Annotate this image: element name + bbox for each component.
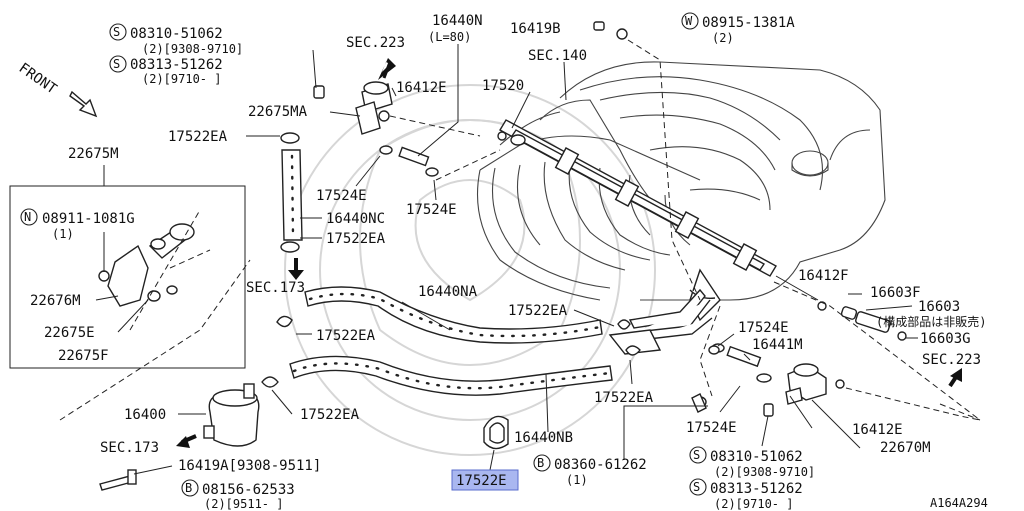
label-s-08313-51262-bot[interactable]: 08313-51262 bbox=[710, 481, 803, 497]
pressure-regulator-top bbox=[313, 81, 393, 135]
label-16603-note: (構成部品は非販売) bbox=[876, 314, 986, 329]
badge-b-2: B bbox=[185, 481, 192, 495]
label-17524e-2[interactable]: 17524E bbox=[406, 202, 457, 218]
label-17522ea-3[interactable]: 17522EA bbox=[508, 303, 568, 319]
hose-clamps bbox=[261, 315, 720, 450]
label-16400[interactable]: 16400 bbox=[124, 407, 166, 423]
fuel-rail-drawing bbox=[499, 119, 777, 322]
label-sec140[interactable]: SEC.140 bbox=[528, 48, 587, 64]
label-16419a[interactable]: 16419A[9308-9511] bbox=[178, 458, 321, 474]
label-sec223-right[interactable]: SEC.223 bbox=[922, 352, 981, 368]
bolts bbox=[99, 393, 707, 491]
label-22675e[interactable]: 22675E bbox=[44, 325, 95, 341]
label-22675ma[interactable]: 22675MA bbox=[248, 104, 308, 120]
label-s-08313-51262-top[interactable]: 08313-51262 bbox=[130, 57, 223, 73]
badge-s-3: S bbox=[693, 448, 700, 462]
label-17524e-4[interactable]: 17524E bbox=[686, 420, 737, 436]
label-17522ea-6[interactable]: 17522EA bbox=[300, 407, 360, 423]
front-direction-arrow bbox=[69, 90, 98, 118]
label-w-08915-1381a[interactable]: 08915-1381A bbox=[702, 15, 795, 31]
label-n-08911-qty: (1) bbox=[52, 227, 74, 241]
label-16440nb[interactable]: 16440NB bbox=[514, 430, 573, 446]
label-16603g[interactable]: 16603G bbox=[920, 331, 971, 347]
fuel-injector-16603 bbox=[817, 301, 907, 341]
figure-id: A164A294 bbox=[930, 496, 988, 510]
label-n-08911-1081g[interactable]: 08911-1081G bbox=[42, 211, 135, 227]
label-17520[interactable]: 17520 bbox=[482, 78, 524, 94]
label-s-08313-51262-top-qty: (2)[9710- ] bbox=[142, 72, 221, 86]
label-16440n-length: (L=80) bbox=[428, 30, 471, 44]
pressure-regulator-bottom bbox=[711, 343, 845, 417]
label-s-08310-51062-bot-qty: (2)[9308-9710] bbox=[714, 465, 815, 479]
label-16603f[interactable]: 16603F bbox=[870, 285, 921, 301]
label-16603[interactable]: 16603 bbox=[918, 299, 960, 315]
bracket-assembly-box bbox=[9, 185, 246, 369]
label-16419b[interactable]: 16419B bbox=[510, 21, 561, 37]
badge-s-4: S bbox=[693, 480, 700, 494]
badge-w: W bbox=[685, 14, 693, 28]
fuel-filter-16400 bbox=[203, 383, 260, 447]
label-sec173-1[interactable]: SEC.173 bbox=[246, 280, 305, 296]
dashed-reference-lines bbox=[59, 39, 981, 421]
label-16440n[interactable]: 16440N bbox=[432, 13, 483, 29]
small-fittings-top bbox=[379, 21, 628, 177]
hose-16440na bbox=[304, 286, 603, 344]
label-22675m[interactable]: 22675M bbox=[68, 146, 119, 162]
label-16412e-bot[interactable]: 16412E bbox=[852, 422, 903, 438]
label-s-08313-51262-bot-qty: (2)[9710- ] bbox=[714, 497, 793, 511]
label-17524e-3[interactable]: 17524E bbox=[738, 320, 789, 336]
label-16412f[interactable]: 16412F bbox=[798, 268, 849, 284]
label-sec223-top[interactable]: SEC.223 bbox=[346, 35, 405, 51]
label-front: FRONT bbox=[16, 60, 60, 98]
fuel-tubes bbox=[608, 288, 713, 355]
label-22675f[interactable]: 22675F bbox=[58, 348, 109, 364]
label-w-08915-qty: (2) bbox=[712, 31, 734, 45]
badge-s-1: S bbox=[113, 25, 120, 39]
label-16440nc[interactable]: 16440NC bbox=[326, 211, 385, 227]
label-22676m[interactable]: 22676M bbox=[30, 293, 81, 309]
label-s-08310-51062-bot[interactable]: 08310-51062 bbox=[710, 449, 803, 465]
leader-lines bbox=[95, 44, 918, 475]
intake-manifold-drawing bbox=[477, 61, 886, 301]
badge-b-1: B bbox=[537, 456, 544, 470]
hose-16440nc bbox=[280, 132, 303, 253]
label-17522ea-5[interactable]: 17522EA bbox=[594, 390, 654, 406]
label-17522ea-4[interactable]: 17522EA bbox=[316, 328, 376, 344]
highlight-box bbox=[451, 469, 519, 491]
label-sec173-2[interactable]: SEC.173 bbox=[100, 440, 159, 456]
label-s-08310-51062-top-qty: (2)[9308-9710] bbox=[142, 42, 243, 56]
label-17522ea-1[interactable]: 17522EA bbox=[168, 129, 228, 145]
sec-arrows bbox=[176, 58, 962, 448]
label-17522ea-2[interactable]: 17522EA bbox=[326, 231, 386, 247]
badge-n: N bbox=[24, 210, 31, 224]
hose-16440nb bbox=[289, 355, 613, 396]
label-22670m[interactable]: 22670M bbox=[880, 440, 931, 456]
label-b-08156-62533[interactable]: 08156-62533 bbox=[202, 482, 295, 498]
label-17524e-1[interactable]: 17524E bbox=[316, 188, 367, 204]
label-b-08360-qty: (1) bbox=[566, 473, 588, 487]
label-16440na[interactable]: 16440NA bbox=[418, 284, 478, 300]
label-b-08156-qty: (2)[9511- ] bbox=[204, 497, 283, 511]
label-17522e-highlighted[interactable]: 17522E bbox=[456, 473, 507, 489]
badge-s-2: S bbox=[113, 57, 120, 71]
label-16412e-top[interactable]: 16412E bbox=[396, 80, 447, 96]
label-16441m[interactable]: 16441M bbox=[752, 337, 803, 353]
label-b-08360-61262[interactable]: 08360-61262 bbox=[554, 457, 647, 473]
circled-badges: S S W N B S S B bbox=[20, 12, 707, 497]
part-labels: 08310-51062 (2)[9308-9710] 08313-51262 (… bbox=[16, 13, 988, 511]
label-s-08310-51062-top[interactable]: 08310-51062 bbox=[130, 26, 223, 42]
